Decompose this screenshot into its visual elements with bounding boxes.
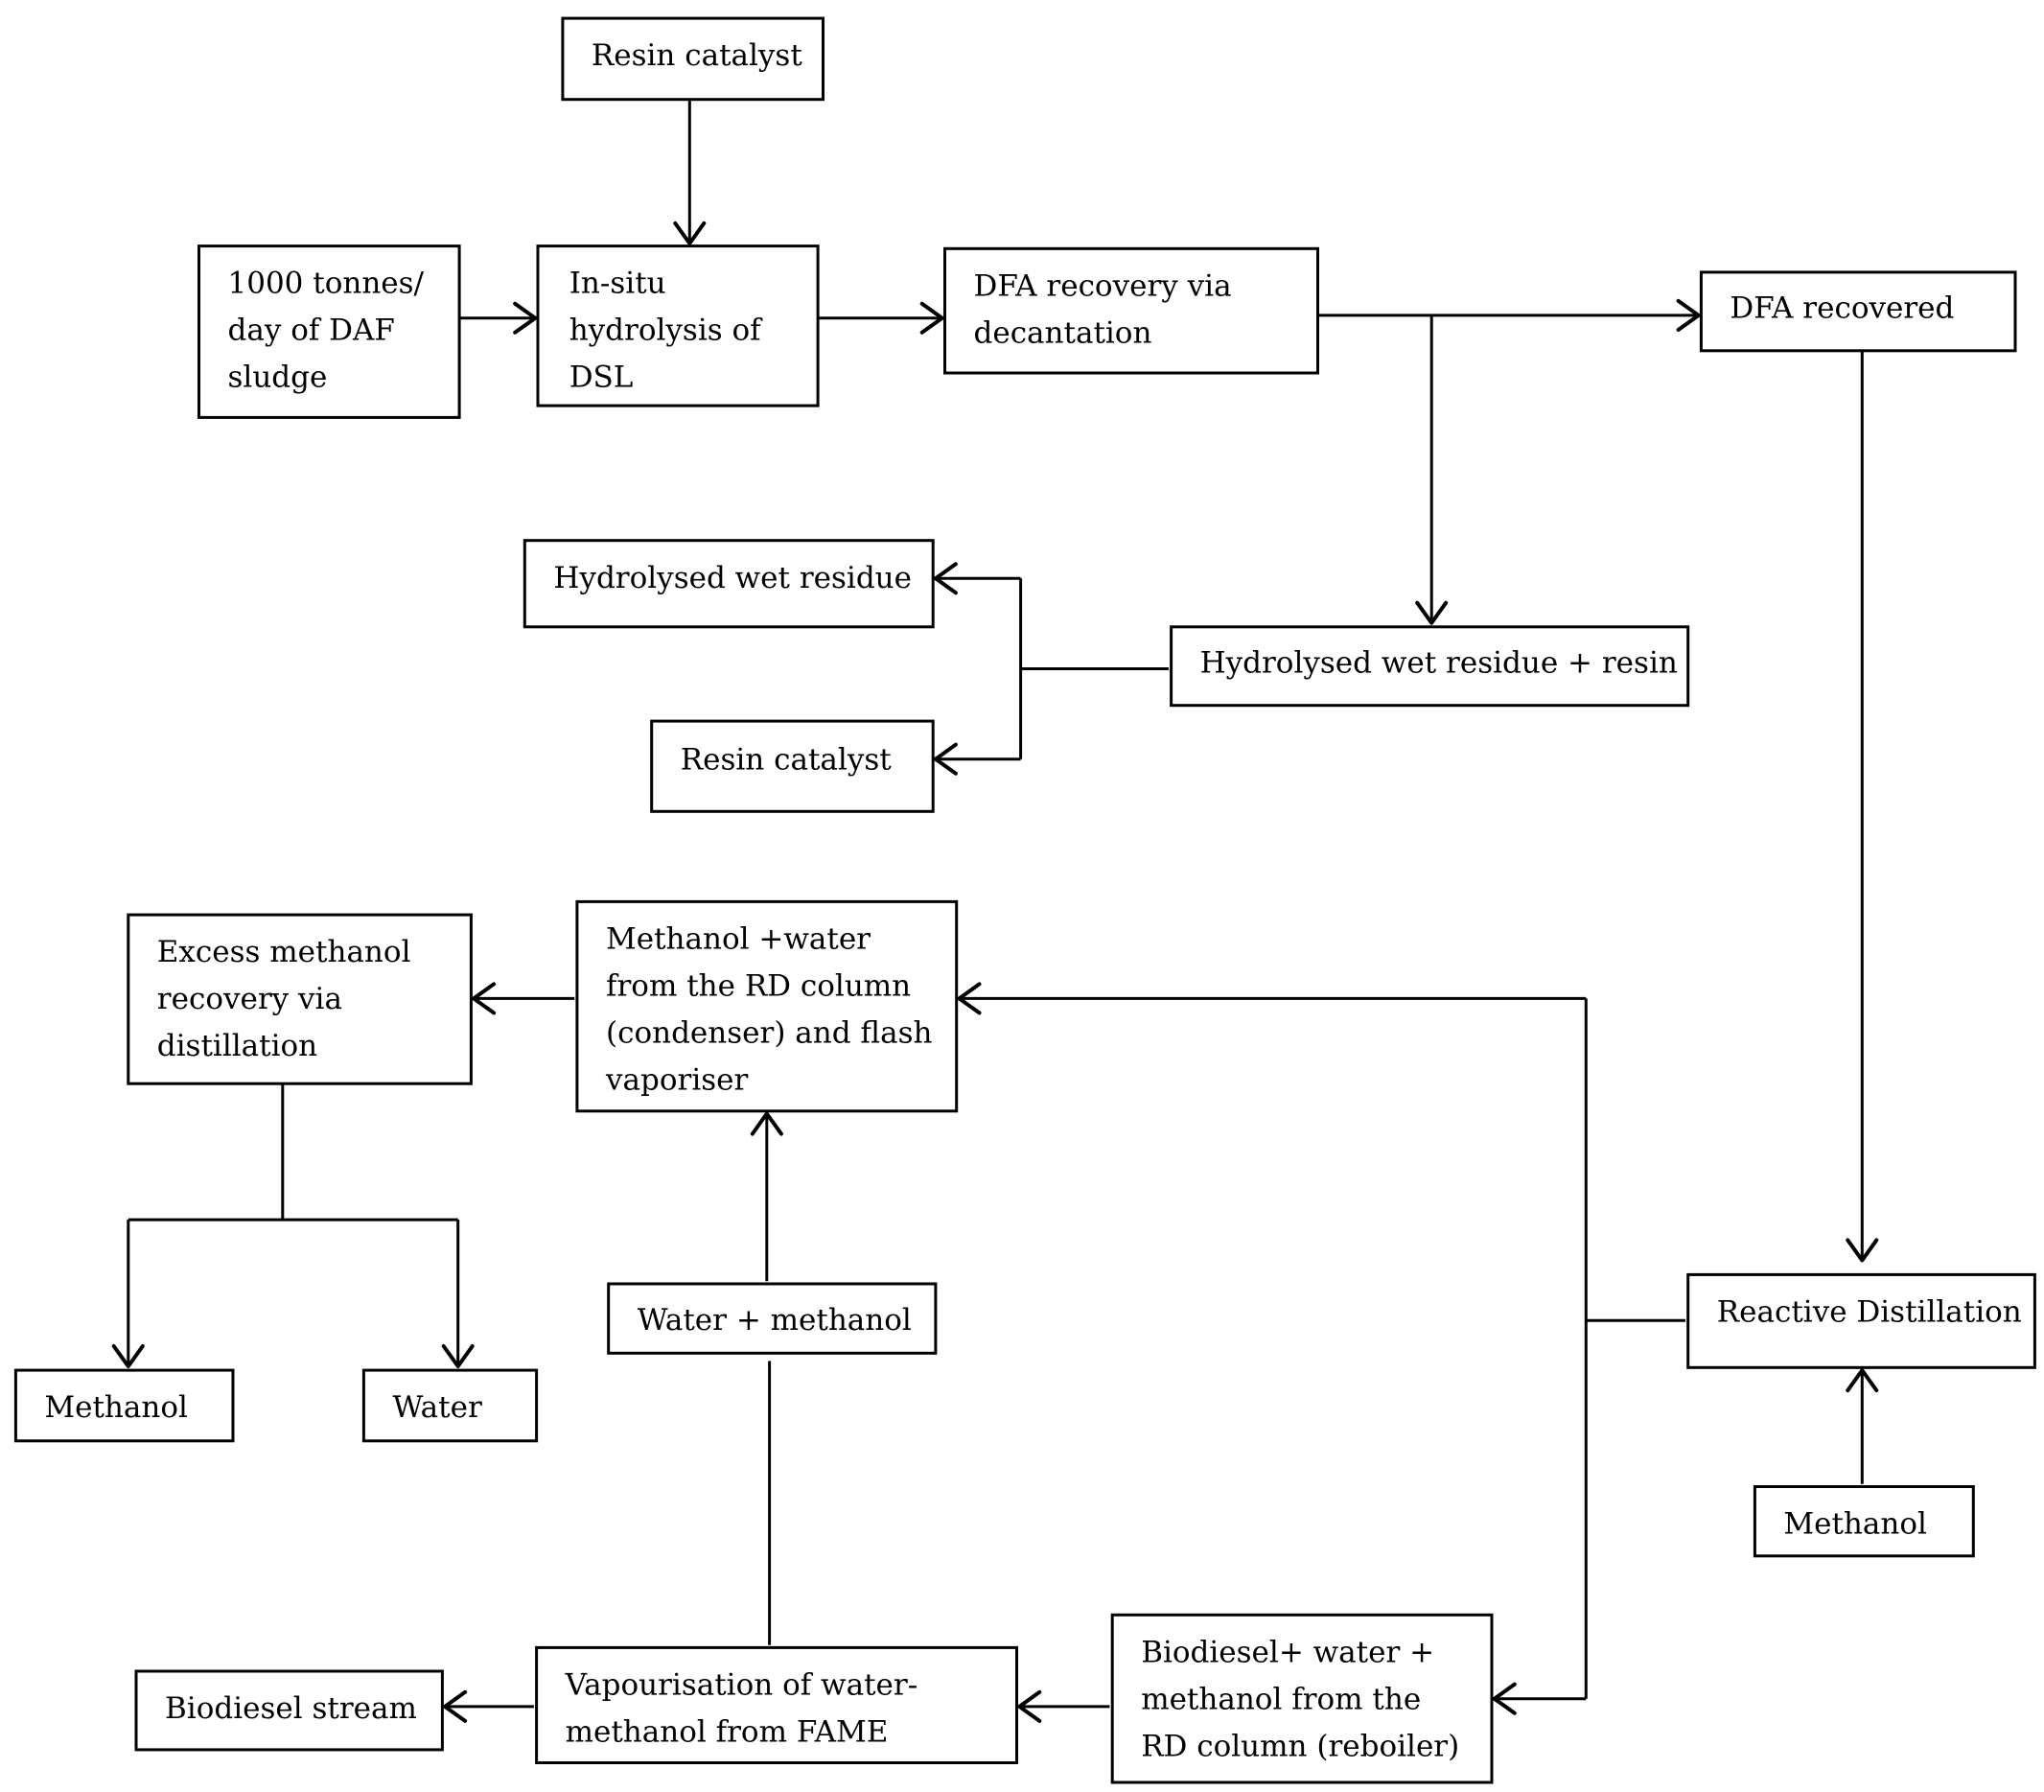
box-label-line: Hydrolysed wet residue + resin	[1200, 646, 1678, 681]
arrowhead-down	[1415, 600, 1449, 625]
box-resin-catalyst-top: Resin catalyst	[561, 16, 825, 102]
box-label-line: Reactive Distillation	[1717, 1295, 2022, 1330]
connectors	[127, 99, 1864, 1709]
box-label-line: Methanol	[1783, 1507, 1927, 1542]
box-hydrolysis: In-situ hydrolysis of DSL	[536, 244, 820, 407]
box-label-line: Biodiesel+ water +	[1141, 1635, 1434, 1669]
arrowhead-left	[957, 982, 982, 1015]
box-label-line: DFA recovered	[1730, 291, 1954, 326]
arrowhead-left	[1492, 1682, 1517, 1715]
box-label-line: RD column (reboiler)	[1141, 1729, 1459, 1763]
box-excess-methanol: Excess methanol recovery via distillation	[127, 913, 473, 1085]
box-label-line: In-situ	[569, 267, 666, 301]
box-water-out: Water	[361, 1368, 539, 1443]
arrowheads	[111, 221, 1879, 1723]
box-resin-catalyst-out: Resin catalyst	[650, 719, 935, 813]
arrowhead-left	[1017, 1689, 1042, 1723]
box-label-line: Vapourisation of water-	[565, 1668, 918, 1703]
box-methanol-out: Methanol	[13, 1368, 235, 1443]
box-daf-sludge: 1000 tonnes/day of DAF sludge	[197, 244, 461, 419]
arrowhead-down	[111, 1344, 145, 1368]
box-label-line: distillation	[157, 1029, 317, 1063]
arrowhead-right	[919, 301, 944, 335]
box-dfa-recovered: DFA recovered	[1699, 270, 2017, 353]
arrowhead-down	[1846, 1238, 1879, 1263]
arrowhead-left	[472, 982, 497, 1015]
box-methanol-water-condenser: Methanol +water from the RD column (conden…	[575, 899, 959, 1113]
box-label-line: Water	[393, 1390, 482, 1425]
box-label-line: methanol from the	[1141, 1682, 1421, 1716]
box-label-line: Water + methanol	[638, 1303, 912, 1338]
box-label-line: from the RD column	[606, 969, 911, 1004]
arrowhead-down	[441, 1344, 475, 1368]
box-hydrolysed-residue: Hydrolysed wet residue	[523, 539, 935, 629]
box-label-line: vaporiser	[605, 1063, 748, 1098]
arrowhead-left	[933, 562, 958, 595]
nodes: Resin catalyst 1000 tonnes/day of DAF slud…	[13, 16, 2036, 1784]
arrowhead-right	[513, 301, 538, 335]
arrowhead-up	[750, 1111, 783, 1136]
box-label-line: recovery via	[157, 982, 342, 1016]
arrowhead-up	[1846, 1368, 1879, 1393]
box-label-line: Resin catalyst	[681, 743, 892, 778]
box-methanol-feed: Methanol	[1753, 1485, 1975, 1558]
box-water-methanol: Water + methanol	[607, 1282, 938, 1355]
box-label-line: day of DAF	[228, 314, 395, 348]
box-label-line: methanol from FAME	[566, 1715, 889, 1750]
arrowhead-left	[933, 742, 958, 776]
box-reactive-distillation: Reactive Distillation	[1686, 1272, 2036, 1369]
box-label-line: Excess methanol	[157, 935, 411, 969]
box-label-line: hydrolysis of	[569, 314, 763, 348]
arrowhead-left	[443, 1689, 468, 1723]
box-label-line: DSL	[569, 361, 634, 395]
box-label-line: (condenser) and flash	[606, 1016, 932, 1051]
box-vapourisation: Vapourisation of water-methanol from FAM…	[535, 1645, 1018, 1765]
arrowhead-down	[673, 221, 707, 245]
box-label-line: 1000 tonnes/	[228, 267, 425, 301]
box-label-line: Resin catalyst	[592, 38, 802, 73]
box-label-line: DFA recovery via	[974, 269, 1232, 304]
box-dfa-recovery: DFA recovery via decantation	[943, 246, 1319, 375]
box-residue-resin: Hydrolysed wet residue + resin	[1170, 625, 1690, 708]
box-label-line: sludge	[228, 361, 328, 395]
box-label-line: Biodiesel stream	[165, 1691, 417, 1726]
arrowhead-right	[1676, 298, 1701, 332]
box-label-line: Hydrolysed wet residue	[553, 561, 912, 595]
box-biodiesel-reboiler: Biodiesel+ water + methanol from the RD co…	[1110, 1613, 1494, 1784]
box-biodiesel-stream: Biodiesel stream	[134, 1669, 444, 1752]
box-label-line: Methanol	[44, 1390, 188, 1425]
box-label-line: decantation	[974, 316, 1152, 351]
box-label-line: Methanol +water	[606, 922, 871, 957]
